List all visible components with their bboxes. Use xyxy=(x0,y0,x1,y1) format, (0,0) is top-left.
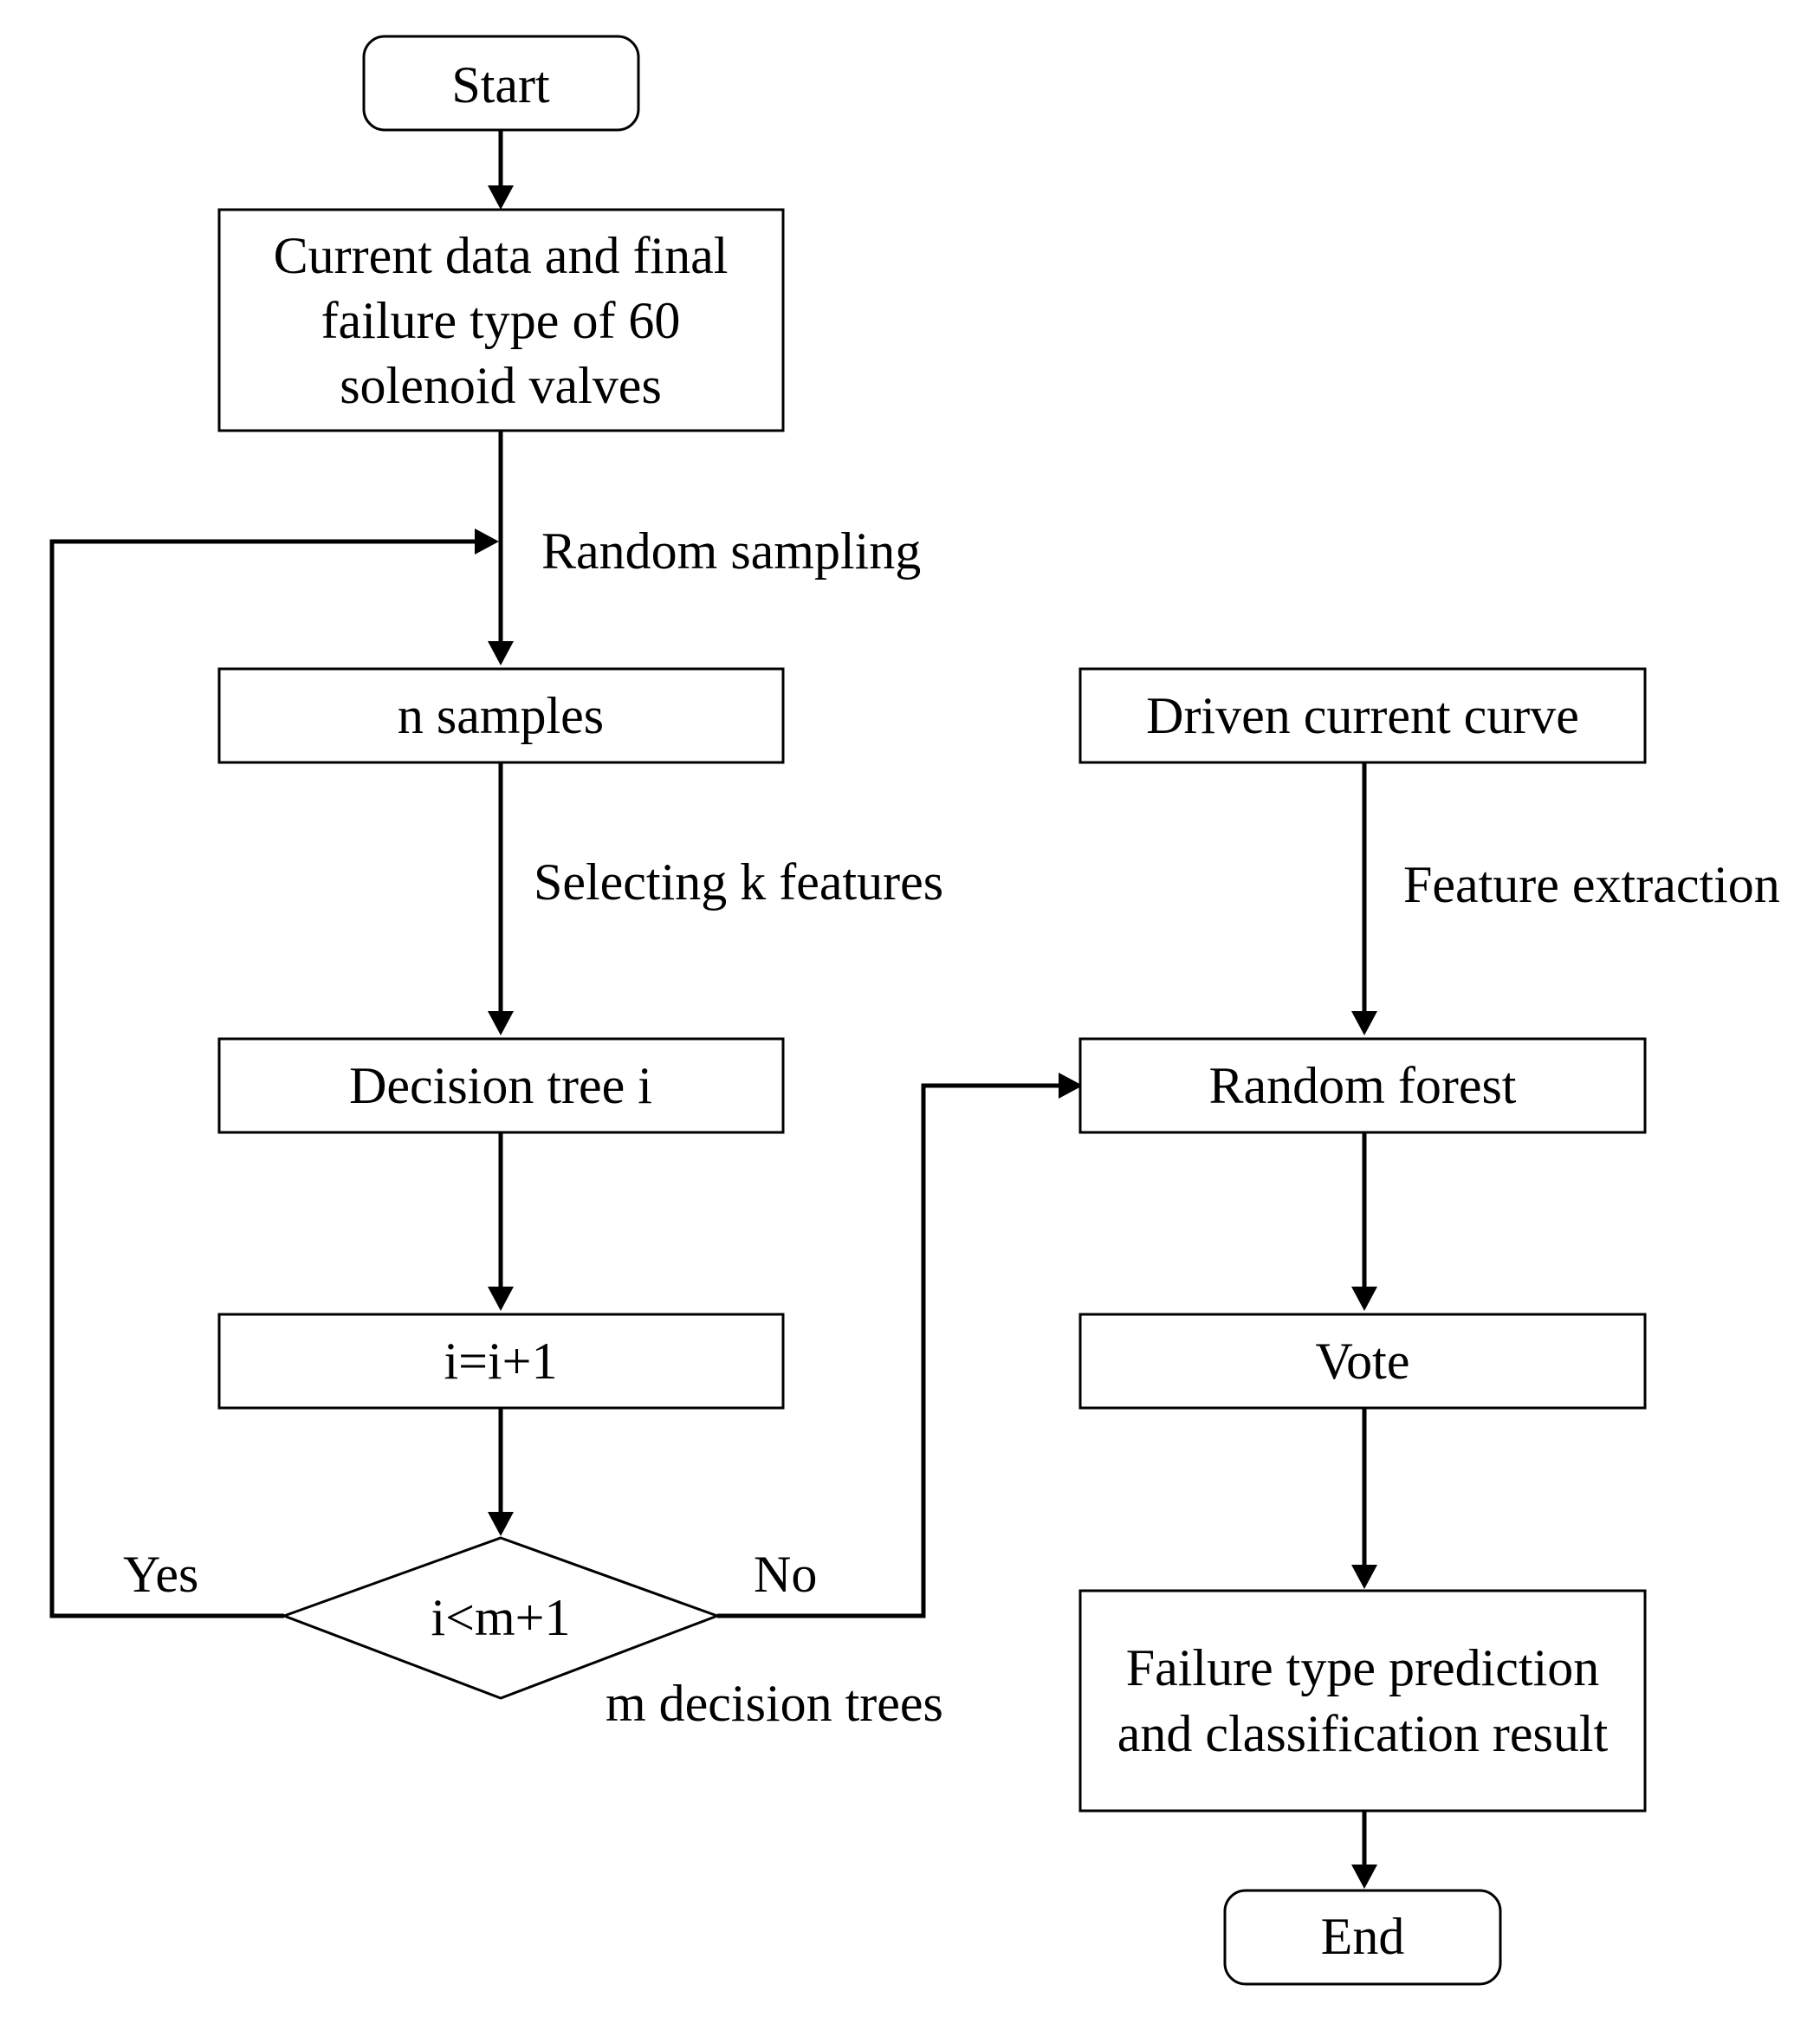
increment-box xyxy=(217,1313,785,1410)
label-selecting-features: Selecting k features xyxy=(534,853,943,911)
n-samples-box xyxy=(217,667,785,764)
start-terminal xyxy=(362,35,640,132)
node-increment: i=i+1 xyxy=(217,1313,785,1410)
edge-no-to-forest xyxy=(717,1083,1059,1618)
random-forest-box xyxy=(1078,1037,1647,1134)
label-feature-extraction: Feature extraction xyxy=(1403,856,1780,913)
edges xyxy=(49,130,1377,1889)
node-vote: Vote xyxy=(1078,1313,1647,1410)
data-label-line-2: failure type of 60 xyxy=(321,292,681,349)
node-result: Failure type prediction and classificati… xyxy=(1078,1589,1647,1813)
start-label: Start xyxy=(451,56,550,113)
decision-tree-box xyxy=(217,1037,785,1134)
node-start: Start xyxy=(362,35,640,132)
arrowhead-forest-top xyxy=(1351,1011,1377,1035)
condition-diamond xyxy=(280,1536,722,1700)
data-label-line-1: Current data and final xyxy=(274,227,729,284)
label-yes: Yes xyxy=(123,1546,198,1603)
result-box xyxy=(1078,1589,1647,1813)
driven-curve-box xyxy=(1078,667,1647,764)
arrowhead-tree xyxy=(488,1011,514,1035)
label-m-decision-trees: m decision trees xyxy=(606,1675,943,1732)
node-condition: i<m+1 xyxy=(280,1536,722,1700)
label-random-sampling: Random sampling xyxy=(541,522,921,580)
increment-label: i=i+1 xyxy=(444,1333,557,1390)
edge-yes-loop xyxy=(49,539,475,1618)
vote-box xyxy=(1078,1313,1647,1410)
arrowhead-condition xyxy=(488,1512,514,1536)
random-forest-label: Random forest xyxy=(1209,1057,1517,1114)
edge-labels: Random sampling Selecting k features Fea… xyxy=(123,522,1780,1732)
end-terminal xyxy=(1223,1889,1502,1986)
node-end: End xyxy=(1223,1889,1502,1986)
arrowhead-end xyxy=(1351,1865,1377,1889)
n-samples-label: n samples xyxy=(398,687,604,744)
label-no: No xyxy=(754,1546,817,1603)
arrowhead-increment xyxy=(488,1287,514,1311)
result-label-line-1: Failure type prediction xyxy=(1126,1639,1600,1696)
data-box xyxy=(217,208,785,432)
node-driven-curve: Driven current curve xyxy=(1078,667,1647,764)
result-label-line-2: and classification result xyxy=(1117,1705,1609,1762)
arrowhead-result xyxy=(1351,1565,1377,1589)
node-n-samples: n samples xyxy=(217,667,785,764)
end-label: End xyxy=(1321,1908,1405,1965)
node-decision-tree: Decision tree i xyxy=(217,1037,785,1134)
arrowhead-forest-left xyxy=(1059,1073,1083,1099)
node-random-forest: Random forest xyxy=(1078,1037,1647,1134)
node-data: Current data and final failure type of 6… xyxy=(217,208,785,432)
condition-label: i<m+1 xyxy=(431,1589,570,1646)
data-label-line-3: solenoid valves xyxy=(340,357,662,414)
driven-curve-label: Driven current curve xyxy=(1146,687,1579,744)
vote-label: Vote xyxy=(1316,1333,1410,1390)
arrowhead-samples xyxy=(488,641,514,665)
arrowhead-vote xyxy=(1351,1287,1377,1311)
arrowhead-loop xyxy=(475,529,499,555)
decision-tree-label: Decision tree i xyxy=(349,1057,652,1114)
arrowhead-data xyxy=(488,185,514,210)
